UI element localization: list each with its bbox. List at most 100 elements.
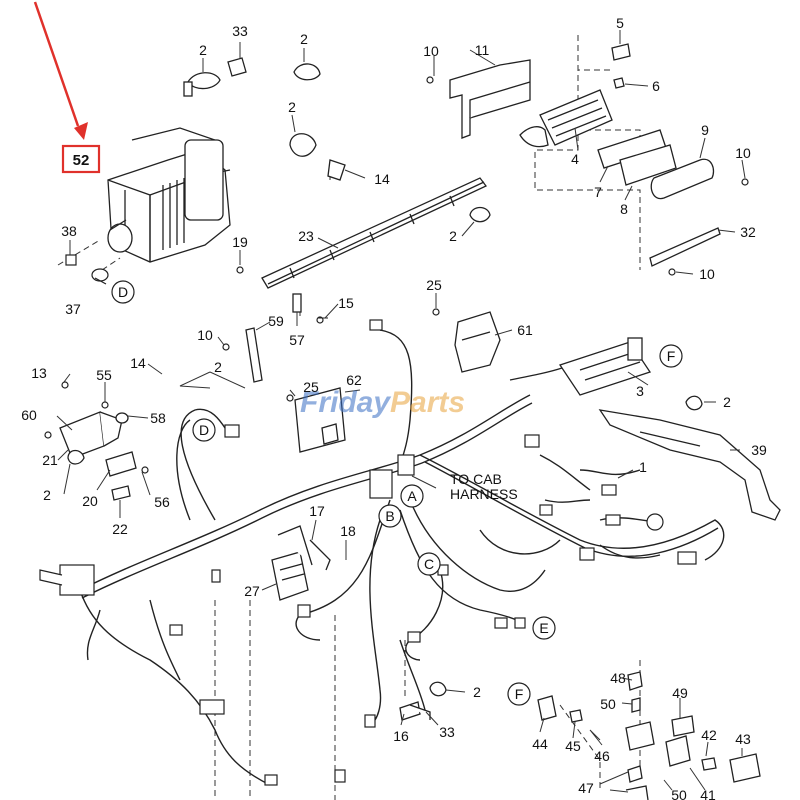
- circle-references: D D F A B C E F: [111, 280, 683, 706]
- circle-ref-e: E: [532, 616, 556, 640]
- part-label: 2: [473, 684, 481, 700]
- part-label: 39: [751, 442, 767, 458]
- handle-39: [598, 395, 781, 521]
- part-label: 27: [244, 583, 260, 599]
- modules-61-62: [294, 311, 501, 453]
- part-label: 1: [639, 459, 647, 475]
- part-label: 22: [112, 521, 128, 537]
- red-arrow-head: [74, 122, 88, 140]
- part-label: 44: [532, 736, 548, 752]
- svg-text:F: F: [667, 348, 676, 364]
- fasteners-38-37: [65, 254, 109, 285]
- harness-rail-23: [261, 177, 487, 319]
- svg-text:B: B: [385, 508, 394, 524]
- part-label: 58: [150, 410, 166, 426]
- part-label: 46: [594, 748, 610, 764]
- part-label: 32: [740, 224, 756, 240]
- part-label: 50: [671, 787, 687, 800]
- part-label: 43: [735, 731, 751, 747]
- part-label: 10: [699, 266, 715, 282]
- to-cab-harness-callout: TO CAB HARNESS: [450, 471, 518, 502]
- main-harness: [79, 329, 725, 786]
- part-label: 2: [199, 42, 207, 58]
- part-label: 10: [197, 327, 213, 343]
- part-label: 7: [594, 184, 602, 200]
- part-labels: 33 2 2 2 14 5 10 11 6 9 10 4 7 8 32 10 3…: [21, 15, 767, 800]
- part-label: 10: [423, 43, 439, 59]
- svg-text:HARNESS: HARNESS: [450, 486, 518, 502]
- part-label: 2: [43, 487, 51, 503]
- part-label: 61: [517, 322, 533, 338]
- circle-ref-b: B: [378, 504, 402, 528]
- part-label: 33: [232, 23, 248, 39]
- harness-connectors: [39, 319, 697, 786]
- circle-ref-f-top: F: [659, 344, 683, 368]
- part-label: 38: [61, 223, 77, 239]
- part-label: 60: [21, 407, 37, 423]
- part-label: 19: [232, 234, 248, 250]
- part-label: 4: [571, 151, 579, 167]
- part-label: 55: [96, 367, 112, 383]
- part-label: 56: [154, 494, 170, 510]
- part-label: 11: [475, 42, 490, 58]
- part-label: 41: [700, 787, 716, 800]
- part-label: 23: [298, 228, 314, 244]
- part-label: 48: [610, 670, 626, 686]
- part-label: 47: [578, 780, 594, 796]
- part-label: 3: [636, 383, 644, 399]
- svg-text:D: D: [118, 284, 128, 300]
- part-label: 42: [701, 727, 717, 743]
- part-label: 37: [65, 301, 81, 317]
- connector-block-3: [509, 337, 652, 396]
- svg-text:52: 52: [73, 152, 90, 169]
- part-label: 59: [268, 313, 284, 329]
- svg-text:A: A: [407, 488, 417, 504]
- part-label: 5: [616, 15, 624, 31]
- part-label: 6: [652, 78, 660, 94]
- fuse-block-assembly: [449, 43, 721, 267]
- part-label: 25: [426, 277, 442, 293]
- part-label: 18: [340, 523, 356, 539]
- circle-ref-d-mid: D: [192, 418, 216, 442]
- svg-text:C: C: [424, 556, 434, 572]
- part-label: 14: [374, 171, 390, 187]
- part-label: 15: [338, 295, 354, 311]
- clamps-top: [183, 57, 491, 223]
- part-label: 2: [723, 394, 731, 410]
- part-label: 49: [672, 685, 688, 701]
- highlight-part-52: 52: [33, 1, 101, 174]
- part-label: 25: [303, 379, 319, 395]
- part-label: 2: [449, 228, 457, 244]
- svg-text:E: E: [539, 620, 548, 636]
- relay-assembly: [399, 671, 761, 800]
- part-label: 45: [565, 738, 581, 754]
- part-label: 21: [42, 452, 58, 468]
- part-label: 16: [393, 728, 409, 744]
- ecu-module: [107, 127, 231, 263]
- part-label: 2: [288, 99, 296, 115]
- svg-text:D: D: [199, 422, 209, 438]
- switch-27: [271, 525, 331, 601]
- bracket-21: [59, 411, 137, 501]
- part-label: 2: [300, 31, 308, 47]
- circle-ref-f-bottom: F: [507, 682, 531, 706]
- part-label: 33: [439, 724, 455, 740]
- part-label: 14: [130, 355, 146, 371]
- part-label: 17: [309, 503, 325, 519]
- part-label: 8: [620, 201, 628, 217]
- part-label: 10: [735, 145, 751, 161]
- part-label: 62: [346, 372, 362, 388]
- part-label: 2: [214, 359, 222, 375]
- watermark-logo: FridayParts: [300, 386, 465, 419]
- leader-lines: [56, 30, 746, 793]
- bracket-59: [245, 327, 263, 383]
- svg-text:FridayParts: FridayParts: [300, 386, 465, 419]
- circle-ref-d-top: D: [111, 280, 135, 304]
- svg-text:TO CAB: TO CAB: [450, 471, 502, 487]
- part-label: 9: [701, 122, 709, 138]
- circle-ref-a: A: [400, 484, 424, 508]
- part-label: 20: [82, 493, 98, 509]
- circle-ref-c: C: [417, 552, 441, 576]
- part-label: 50: [600, 696, 616, 712]
